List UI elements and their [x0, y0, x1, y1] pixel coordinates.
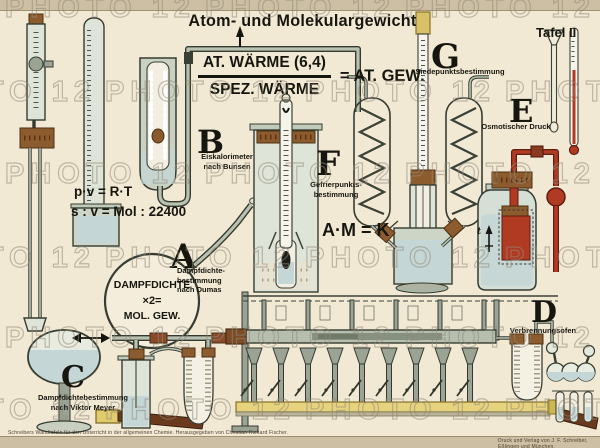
- caption-F: Gefrierpunkts- bestimmung: [310, 180, 362, 199]
- section-letter-C: C: [61, 360, 85, 395]
- bunsen-ice-calorimeter-drawing: [139, 26, 361, 207]
- publisher-imprint-left: Schreibers Wandtafeln für den Unterricht…: [8, 430, 289, 436]
- osmotic-pressure-drawing: [477, 145, 566, 291]
- formula-denominator: SPEZ. WÄRME: [209, 81, 320, 98]
- plate-number: Tafel II: [536, 25, 577, 40]
- formula-result: = AT. GEW.: [339, 67, 425, 85]
- gas-train-drawing: [72, 332, 230, 429]
- publisher-imprint-right: Druck und Verlag von J. F. Schreiber, Eß…: [498, 438, 588, 448]
- section-letter-B: B: [197, 123, 225, 161]
- dumas-flask-drawing: [103, 197, 257, 350]
- thermometer-drawing: [568, 27, 580, 156]
- caption-B: Eiskalorimeter nach Bunsen: [201, 152, 253, 171]
- caption-G: Siedepunktsbestimmung: [415, 67, 505, 76]
- viktor-meyer-apparatus-drawing: [19, 13, 205, 434]
- riser-tube-drawing: [544, 29, 564, 133]
- section-letter-F: F: [316, 144, 341, 184]
- caption-D: Verbrennungsofen: [509, 326, 577, 335]
- freezing-point-apparatus-drawing: [249, 93, 323, 293]
- page-title: Atom- und Molekulargewicht: [188, 11, 417, 30]
- temperature-annotation: t: [477, 227, 482, 237]
- raoult-formula: A·M = K: [322, 220, 390, 240]
- section-letter-G: G: [431, 37, 461, 77]
- section-letter-A: A: [170, 237, 197, 277]
- absorption-train-drawing: [496, 320, 596, 423]
- photo-edge-top: [0, 0, 600, 11]
- gas-law-formula: p·v = R·T: [74, 184, 133, 199]
- atomic-weight-formula: AT. WÄRME (6,4) SPEZ. WÄRME = AT. GEW.: [198, 54, 425, 99]
- caption-C: Dampfdichtebestimmung nach Viktor Meyer: [37, 393, 128, 412]
- caption-E: Osmotischer Druck: [481, 122, 551, 131]
- photo-edge-bottom: [0, 436, 600, 448]
- section-letter-D: D: [531, 295, 558, 330]
- section-letter-E: E: [509, 92, 534, 130]
- caption-A: Dampfdichte- bestimmung nach Dumas: [177, 266, 225, 294]
- formula-numerator: AT. WÄRME (6,4): [198, 54, 331, 78]
- boiling-point-apparatus-drawing: [347, 11, 489, 294]
- molar-volume-formula: s : v = Mol : 22400: [71, 204, 187, 219]
- dumas-flask-text: DAMPFDICHTE ×2= MOL. GEW.: [113, 279, 191, 322]
